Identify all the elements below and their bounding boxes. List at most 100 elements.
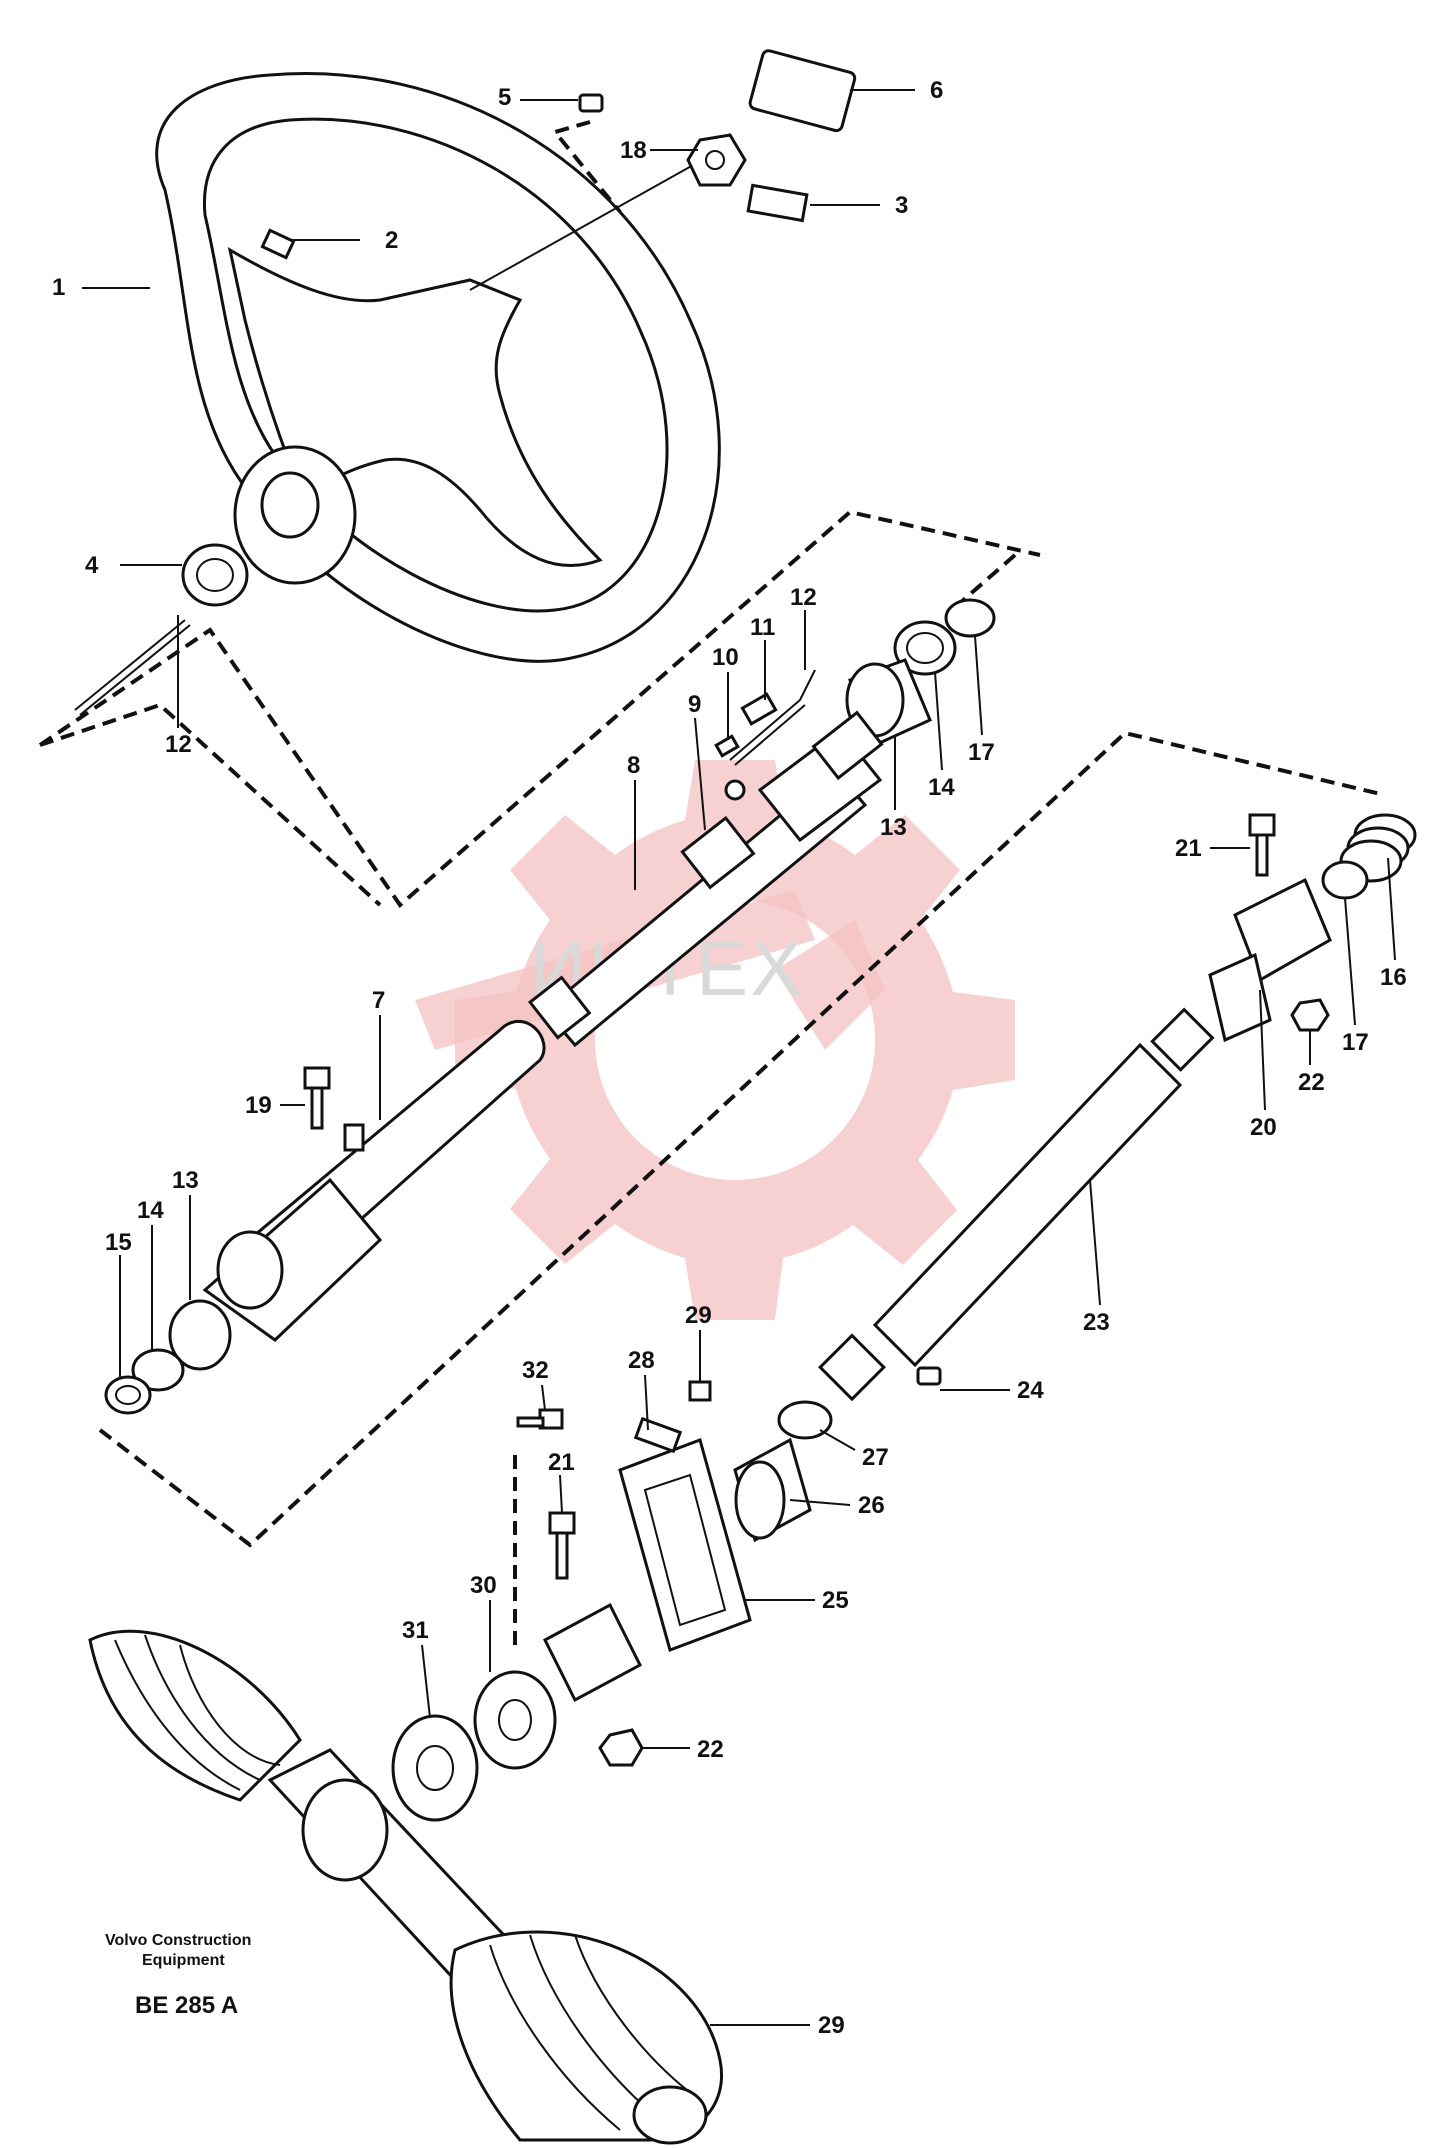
cover-cap [748, 49, 857, 133]
callout-10: 10 [712, 644, 739, 671]
callout-32: 32 [522, 1357, 549, 1384]
callout-29-upper: 29 [685, 1302, 712, 1329]
flange-plate-25 [618, 1438, 752, 1652]
leader-14a [934, 671, 943, 771]
spring-11 [740, 692, 778, 726]
nut-18-hole [705, 150, 725, 170]
leader-27 [819, 1429, 856, 1451]
intermediate-shaft-23 [818, 1007, 1215, 1402]
ring-27 [777, 1400, 833, 1440]
callout-22-lower: 22 [697, 1736, 724, 1763]
group-outline-upper-left [39, 702, 382, 907]
universal-joint-30-bore [498, 1699, 532, 1741]
bellows-left-folds [114, 1634, 281, 1791]
pin-12-upper [729, 669, 816, 766]
leader-9 [694, 717, 706, 831]
callout-6: 6 [930, 77, 943, 104]
callout-4: 4 [85, 552, 99, 579]
bellows-left [88, 1629, 302, 1802]
steering-gear [88, 1629, 723, 2145]
steering-shaft-axis [469, 149, 721, 291]
leader-23 [1089, 1179, 1101, 1306]
steering-gear-pinion-housing [301, 1778, 389, 1882]
leader-31 [421, 1644, 431, 1719]
callout-14-upper: 14 [928, 774, 955, 801]
callout-21-lower: 21 [548, 1449, 575, 1476]
leader-32 [541, 1384, 546, 1411]
callout-23: 23 [1083, 1309, 1110, 1336]
callout-5: 5 [498, 84, 511, 111]
leader-16 [1387, 857, 1396, 961]
bearing-26-face [734, 1460, 786, 1540]
nut-22-upper [1290, 998, 1330, 1032]
bushing-4-bore [196, 558, 234, 592]
callout-29-lower: 29 [818, 2012, 845, 2039]
steering-shaft-8-spline [811, 710, 884, 781]
callout-labels: 1 2 3 4 5 6 7 8 9 10 11 12 12 13 13 14 1… [52, 77, 1407, 2039]
leader-17a [974, 635, 983, 736]
callout-16: 16 [1380, 964, 1407, 991]
group-outline-middle [98, 730, 1386, 1548]
callout-12-upper: 12 [790, 584, 817, 611]
clip-17-upper [944, 598, 996, 638]
credit-line-2: Equipment [142, 1952, 225, 1969]
callout-27: 27 [862, 1444, 889, 1471]
bolt5-link [551, 120, 622, 214]
bracket-28 [633, 1416, 683, 1454]
key-small [260, 228, 296, 260]
callout-25: 25 [822, 1587, 849, 1614]
bolt-32-shank [516, 1416, 545, 1428]
ball-9 [724, 779, 746, 801]
bolt-19-shank [310, 1086, 324, 1130]
universal-joint-30-yoke [543, 1602, 642, 1703]
callout-3: 3 [895, 192, 908, 219]
flange-31 [391, 1714, 479, 1822]
group-outline-ring [958, 553, 1017, 605]
callout-24: 24 [1017, 1377, 1044, 1404]
callout-7: 7 [372, 987, 385, 1014]
bolt-21-upper-head [1248, 813, 1276, 837]
callout-20: 20 [1250, 1114, 1277, 1141]
universal-joint-30-flange [473, 1670, 557, 1770]
callout-26: 26 [858, 1492, 885, 1519]
leader-26 [789, 1499, 851, 1506]
nut-22-lower [598, 1728, 644, 1767]
grease-nipple-24 [916, 1366, 942, 1386]
leader-17b [1344, 897, 1356, 1026]
callout-13-lower: 13 [172, 1167, 199, 1194]
callout-13-upper: 13 [880, 814, 907, 841]
credit-line-1: Volvo Construction [105, 1932, 251, 1949]
leader-28 [644, 1374, 649, 1431]
callout-28: 28 [628, 1347, 655, 1374]
screw-5 [578, 93, 604, 113]
group-outline-upper [38, 509, 1041, 908]
steering-shaft-8 [527, 710, 884, 1048]
universal-joint-20-cross [1208, 952, 1272, 1043]
bolt-21-lower-shank [555, 1531, 569, 1580]
leader-lines [82, 89, 1396, 2026]
wire-12-left [74, 619, 186, 711]
callout-19: 19 [245, 1092, 272, 1119]
steering-column-7-end [216, 1230, 284, 1310]
callout-17-lower: 17 [1342, 1029, 1369, 1056]
callout-22-upper: 22 [1298, 1069, 1325, 1096]
bolt-21-upper-shank [1255, 833, 1269, 877]
screw-29-head [688, 1380, 712, 1402]
callout-12-left: 12 [165, 731, 192, 758]
intermediate-shaft-23-upper-spline [1150, 1007, 1215, 1072]
leader-20 [1259, 989, 1266, 1111]
steering-shaft-8-lower-spline [527, 975, 592, 1040]
credit-block: Volvo Construction Equipment BE 285 A [105, 1932, 251, 2019]
steering-column-7-lug [343, 1123, 365, 1152]
callout-30: 30 [470, 1572, 497, 1599]
callout-2: 2 [385, 227, 398, 254]
flange-plate-25-inner [643, 1473, 727, 1627]
steering-wheel-bore [260, 471, 320, 539]
intermediate-shaft-23-lower-spline [818, 1333, 886, 1402]
callout-9: 9 [688, 691, 701, 718]
steering-column-7 [202, 1019, 546, 1342]
bellows-right [449, 1930, 723, 2142]
bolt-19-head [303, 1066, 331, 1090]
bolt-21-lower-head [548, 1511, 576, 1535]
